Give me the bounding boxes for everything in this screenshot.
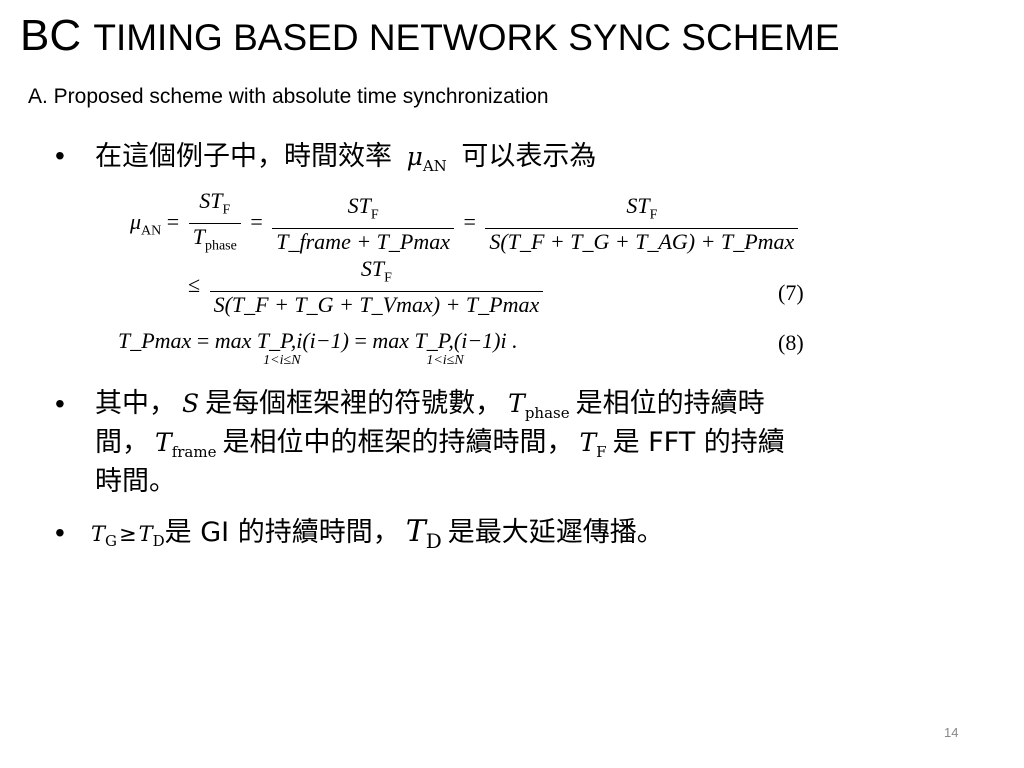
t-d-symbol: TD: [138, 522, 165, 551]
bullet-marker: •: [55, 140, 65, 171]
equation-row-3: T_Pmax = max T_P,i(i−1) 1<i≤N = max T_P,…: [118, 328, 518, 368]
t-g-symbol: TG: [91, 522, 117, 551]
t-phase-symbol: Tphase: [508, 389, 570, 422]
bullet-marker: •: [55, 517, 65, 548]
equation-label-8: (8): [778, 330, 804, 355]
bullet-2-line-3: 時間。: [95, 466, 176, 497]
t-d-large-symbol: TD: [405, 514, 442, 553]
eq1-lhs: μAN: [130, 208, 162, 239]
eq3-rhs-2: max T_P,(i−1)i . 1<i≤N: [372, 328, 518, 368]
eq1-fraction-2: STF T_frame + T_Pmax: [272, 193, 454, 255]
equation-row-2: ≤ STF S(T_F + T_G + T_Vmax) + T_Pmax: [188, 256, 547, 318]
eq3-lhs: T_Pmax: [118, 328, 192, 353]
page-number: 14: [944, 725, 959, 740]
equation-row-1: μAN = STF Tphase = STF T_frame + T_Pmax …: [130, 188, 802, 260]
t-frame-symbol: Tframe: [155, 428, 217, 461]
bullet-1-text-before: 在這個例子中，時間效率: [95, 141, 392, 172]
eq2-fraction: STF S(T_F + T_G + T_Vmax) + T_Pmax: [209, 256, 544, 318]
bullet-1-text-after: 可以表示為: [461, 141, 597, 172]
equation-label-7: (7): [778, 280, 804, 305]
slide-subtitle: A. Proposed scheme with absolute time sy…: [28, 85, 549, 108]
bullet-marker: •: [55, 388, 65, 419]
slide-title: BC TIMING BASED NETWORK SYNC SCHEME: [20, 8, 840, 66]
title-main: BC: [20, 11, 82, 60]
t-f-symbol: TF: [579, 428, 607, 461]
eq1-fraction-1: STF Tphase: [188, 188, 241, 260]
eq1-fraction-3: STF S(T_F + T_G + T_AG) + T_Pmax: [485, 193, 799, 255]
mu-an-symbol: μAN: [406, 142, 447, 175]
eq3-rhs-1: max T_P,i(i−1) 1<i≤N: [214, 328, 349, 368]
s-symbol: S: [182, 389, 200, 418]
eq2-relation: ≤: [188, 272, 201, 298]
bullet-1-text: 在這個例子中，時間效率 μAN 可以表示為: [95, 137, 596, 186]
title-rest: TIMING BASED NETWORK SYNC SCHEME: [93, 17, 840, 58]
